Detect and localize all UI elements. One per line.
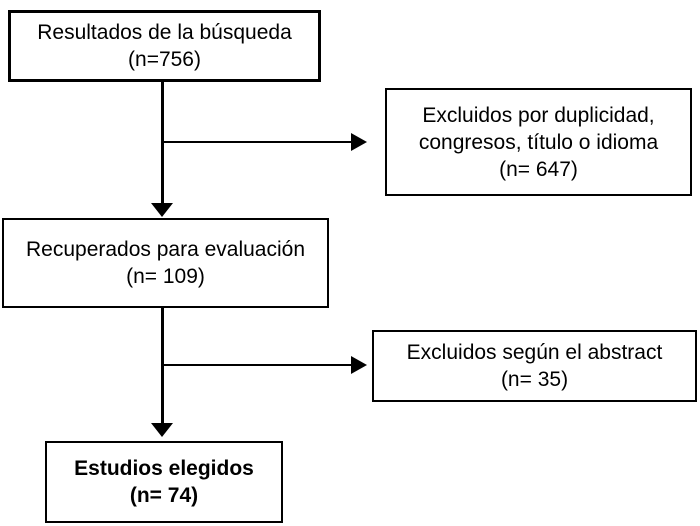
- flow-box-count: (n= 647): [499, 157, 578, 181]
- flow-box-excluded-duplicates: Excluidos por duplicidad, congresos, tít…: [385, 88, 692, 196]
- connector-line-branch-to-box2: [162, 141, 354, 143]
- flow-box-text-line: Excluidos por duplicidad,: [422, 103, 655, 127]
- flow-box-search-results: Resultados de la búsqueda (n=756): [8, 10, 321, 82]
- flow-box-excluded-by-abstract: Excluidos según el abstract (n= 35): [372, 330, 697, 402]
- flow-box-count: (n=756): [128, 48, 201, 71]
- flow-box-text-line: Recuperados para evaluación: [25, 238, 306, 261]
- flow-box-count: (n= 109): [126, 265, 205, 288]
- flow-box-text-line: Resultados de la búsqueda: [37, 21, 292, 44]
- arrowhead-right-icon: [351, 133, 367, 151]
- arrowhead-down-icon: [151, 203, 173, 217]
- flow-box-text-line: congresos, título o idioma: [418, 130, 659, 154]
- connector-line-branch-to-box4: [162, 364, 354, 366]
- connector-line-box1-to-box3: [161, 82, 164, 204]
- connector-line-box3-to-box5: [161, 308, 164, 424]
- flow-box-count: (n= 74): [129, 484, 199, 507]
- flow-box-selected-studies: Estudios elegidos (n= 74): [45, 441, 283, 523]
- flow-box-text-line: Estudios elegidos: [74, 457, 254, 480]
- flow-box-retrieved-for-evaluation: Recuperados para evaluación (n= 109): [2, 218, 329, 308]
- arrowhead-down-icon: [151, 423, 173, 437]
- arrowhead-right-icon: [351, 356, 367, 374]
- flow-box-text-line: Excluidos según el abstract: [406, 341, 663, 364]
- flow-box-count: (n= 35): [500, 368, 569, 391]
